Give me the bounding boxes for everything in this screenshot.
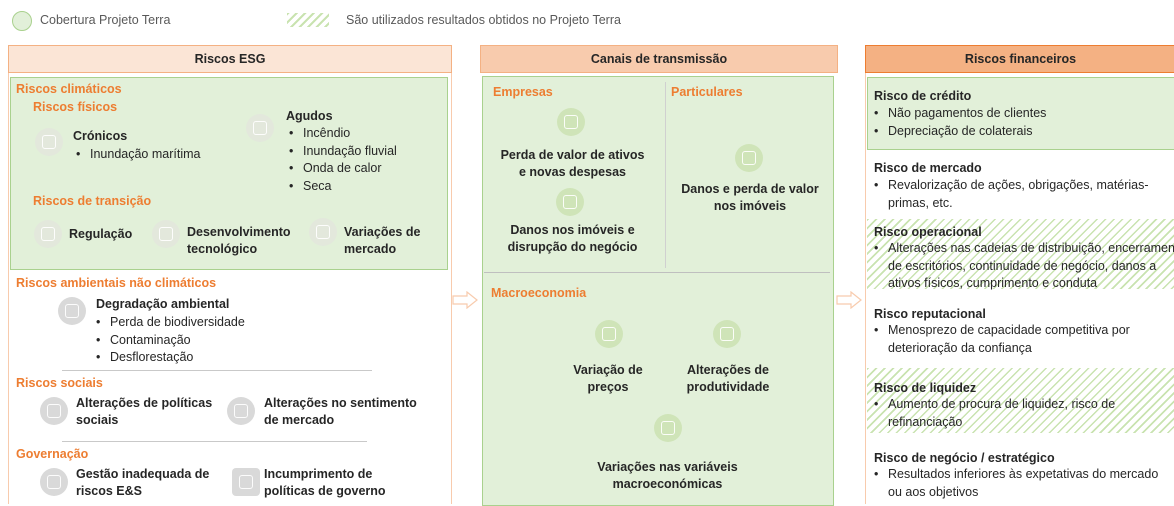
noncompliance-icon	[232, 468, 260, 496]
thermometer-icon	[556, 188, 584, 216]
climate-risks-title: Riscos climáticos	[16, 82, 122, 96]
credit-risk-list: •Não pagamentos de clientes •Depreciação…	[874, 106, 1047, 138]
financial-column	[865, 73, 1174, 504]
management-icon	[40, 468, 68, 496]
regulation-label: Regulação	[69, 227, 133, 241]
esg-column	[8, 73, 452, 504]
social-risks-title: Riscos sociais	[16, 376, 103, 390]
credit-risk-title: Risco de crédito	[874, 89, 972, 103]
legend-results-label: São utilizados resultados obtidos no Pro…	[346, 13, 621, 27]
legend-coverage-label: Cobertura Projeto Terra	[40, 13, 171, 27]
degradation-title: Degradação ambiental	[96, 297, 230, 311]
financial-header: Riscos financeiros	[865, 45, 1174, 73]
money-bag-icon	[595, 320, 623, 348]
divider-channels	[484, 272, 830, 273]
acute-list: •Incêndio •Inundação fluvial •Onda de ca…	[289, 126, 397, 193]
transition-risks-title: Riscos de transição	[33, 194, 152, 208]
legend-hatch-swatch	[287, 13, 329, 27]
operational-risk-hatch	[867, 219, 1174, 289]
market-risk-title: Risco de mercado	[874, 161, 982, 175]
acute-title: Agudos	[286, 109, 333, 123]
technology-icon	[152, 220, 180, 248]
credit-risk-box	[867, 77, 1174, 150]
reputational-risk-text: •Menosprezo de capacidade competitiva po…	[874, 323, 1130, 355]
arrow-right-icon	[836, 291, 862, 309]
arrow-right-icon	[452, 291, 478, 309]
environmental-risks-title: Riscos ambientais não climáticos	[16, 276, 217, 290]
chronic-list: •Inundação marítima	[76, 147, 201, 161]
companies-title: Empresas	[493, 85, 553, 99]
market-risk-text: •Revalorização de ações, obrigações, mat…	[874, 178, 1149, 210]
esg-header: Riscos ESG	[8, 45, 452, 73]
individuals-title: Particulares	[671, 85, 743, 99]
reputational-risk-title: Risco reputacional	[874, 307, 986, 321]
liquidity-risk-title: Risco de liquidez	[874, 381, 977, 395]
productivity-icon	[713, 320, 741, 348]
liquidity-risk-hatch	[867, 368, 1174, 433]
chronic-title: Crónicos	[73, 129, 128, 143]
acute-icon	[246, 114, 274, 142]
physical-risks-title: Riscos físicos	[33, 100, 118, 114]
degradation-list: •Perda de biodiversidade •Contaminação •…	[96, 315, 245, 364]
governance-title: Governação	[16, 447, 89, 461]
house-icon	[735, 144, 763, 172]
social-policy-icon	[40, 397, 68, 425]
legend: Cobertura Projeto Terra São utilizados r…	[0, 0, 700, 40]
climate-risks-box	[10, 77, 448, 270]
legend-coverage-swatch	[12, 11, 32, 31]
chart-icon	[654, 414, 682, 442]
degradation-icon	[58, 297, 86, 325]
operational-risk-text: •Alterações nas cadeias de distribuição,…	[874, 241, 1174, 290]
operational-risk-title: Risco operacional	[874, 225, 982, 239]
business-risk-text: •Resultados inferiores às expetativas do…	[874, 467, 1159, 499]
divider-social	[62, 441, 367, 442]
macroeconomy-title: Macroeconomia	[491, 286, 587, 300]
channels-header: Canais de transmissão	[480, 45, 838, 73]
liquidity-risk-text: •Aumento de procura de liquidez, risco d…	[874, 397, 1116, 429]
divider-vertical	[665, 82, 666, 268]
divider-environmental	[62, 370, 372, 371]
factory-icon	[557, 108, 585, 136]
market-variation-icon	[309, 218, 337, 246]
regulation-icon	[34, 220, 62, 248]
chronic-icon	[35, 128, 63, 156]
business-risk-title: Risco de negócio / estratégico	[874, 451, 1055, 465]
sentiment-icon	[227, 397, 255, 425]
